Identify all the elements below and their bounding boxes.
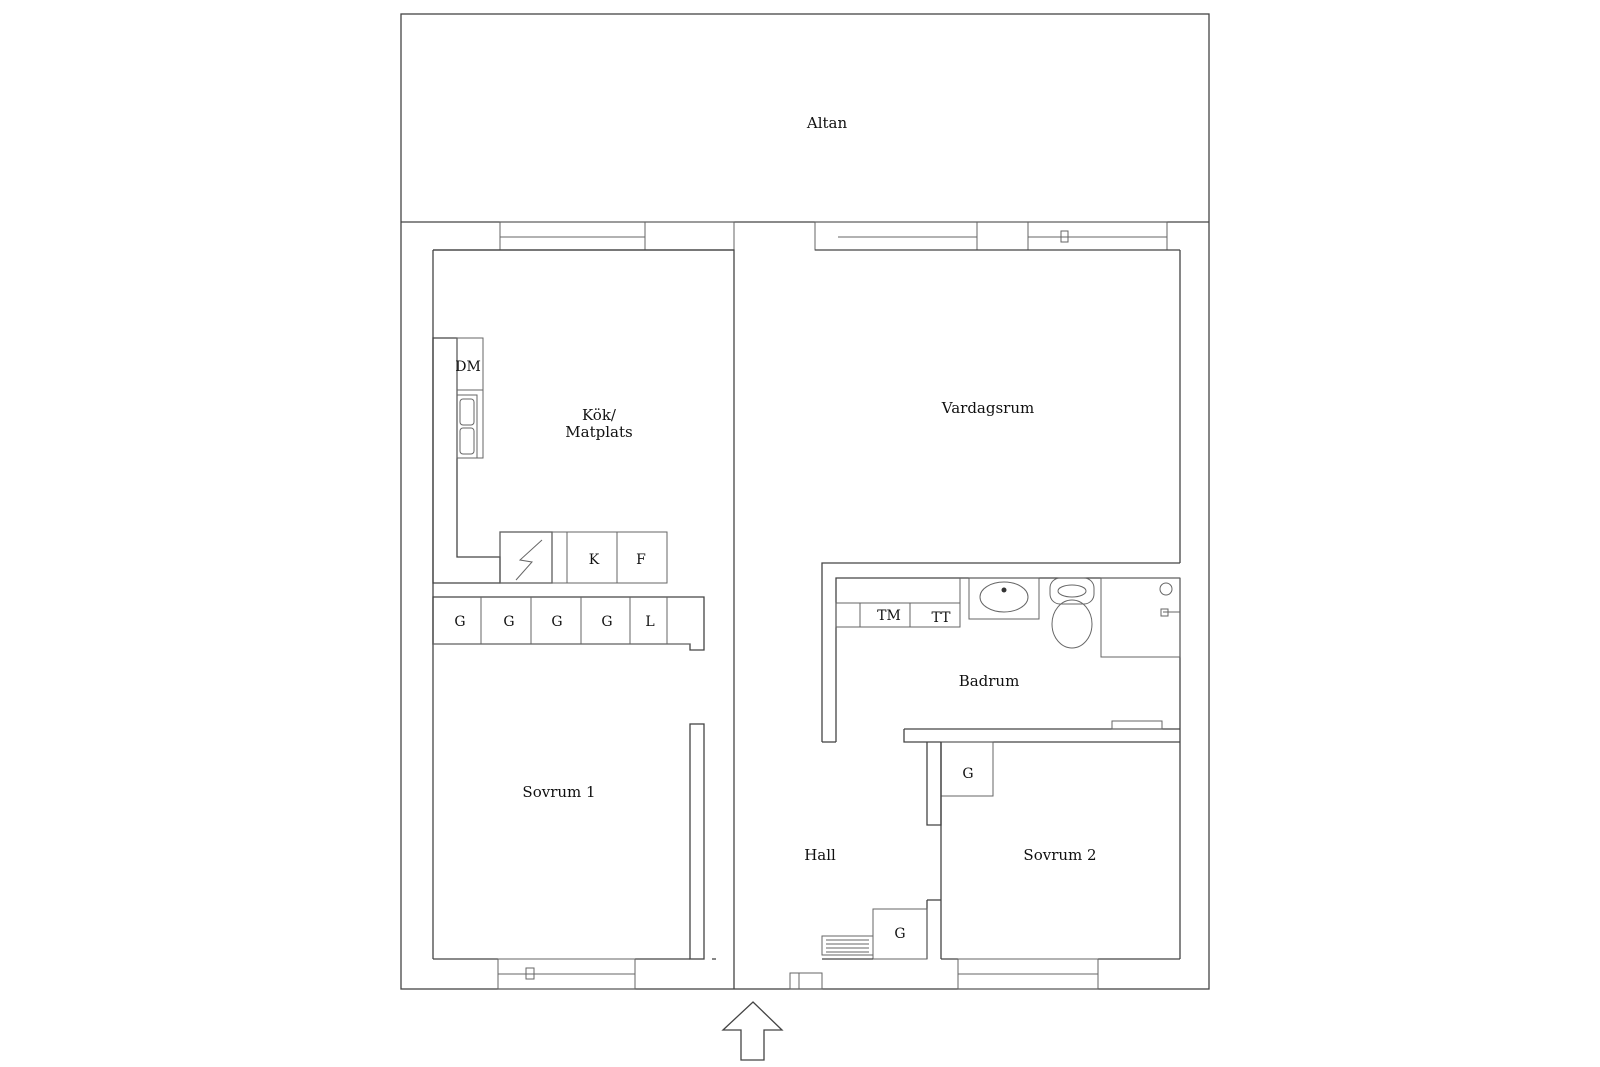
kitchen-sink-icon — [456, 394, 478, 459]
sovrum1-wall — [689, 723, 705, 960]
label-badrum: Badrum — [959, 672, 1020, 690]
hall-wardrobe — [872, 908, 928, 960]
top-windows — [499, 221, 1168, 251]
label-kok-line2: Matplats — [565, 423, 632, 441]
label-wardrobe: G — [601, 614, 612, 630]
label-linen: L — [645, 614, 654, 630]
bathroom-walls — [821, 562, 1180, 743]
label-vardagsrum: Vardagsrum — [941, 399, 1034, 417]
label-wardrobe: G — [551, 614, 562, 630]
label-altan: Altan — [806, 114, 848, 132]
label-wardrobe: G — [503, 614, 514, 630]
label-dryer: TT — [932, 610, 952, 626]
label-sovrum1: Sovrum 1 — [522, 783, 595, 801]
label-kok-line1: Kök/ — [582, 406, 617, 424]
label-wardrobe-hall: G — [894, 926, 905, 942]
label-washer: TM — [877, 608, 901, 624]
sovrum2-walls — [926, 741, 994, 959]
radiator-icon — [1111, 720, 1163, 730]
toilet-icon — [1049, 577, 1095, 649]
washbasin-icon — [968, 577, 1040, 620]
label-wardrobe-sovrum2: G — [962, 766, 973, 782]
entrance-arrow-icon — [721, 1001, 784, 1061]
outer-boundary — [400, 13, 1210, 990]
label-sovrum2: Sovrum 2 — [1023, 846, 1096, 864]
shower-icon — [1100, 577, 1181, 658]
label-fridge: K — [589, 552, 600, 568]
label-dishwasher: DM — [455, 359, 481, 375]
bottom-windows — [497, 958, 1099, 990]
label-freezer: F — [636, 552, 646, 568]
laundry-units — [835, 578, 961, 628]
label-hall: Hall — [804, 846, 836, 864]
label-wardrobe: G — [454, 614, 465, 630]
stove-icon — [499, 531, 553, 584]
hall-radiator-icon — [821, 935, 874, 956]
wardrobe-row — [432, 596, 705, 651]
